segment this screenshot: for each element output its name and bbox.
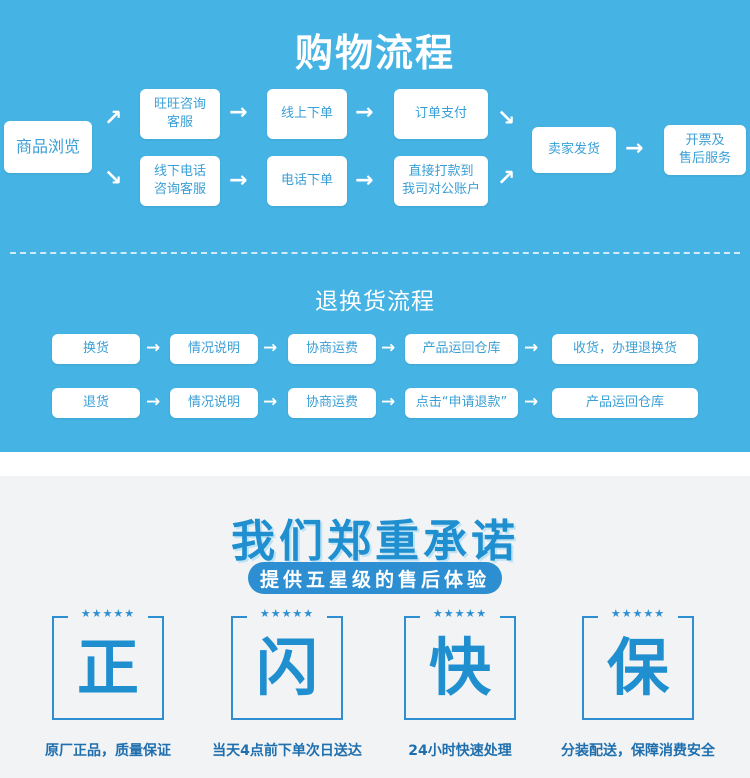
order-online-step: 线上下单	[267, 89, 347, 139]
refund-step-5-label: 产品运回仓库	[585, 395, 664, 410]
ship-label: 卖家发货	[547, 142, 600, 157]
arrow-up-right-icon: ↗	[497, 166, 516, 191]
refund-step-5: 产品运回仓库	[552, 388, 698, 418]
invoice-service-step: 开票及 售后服务	[664, 125, 746, 175]
card-glyph: 保	[606, 631, 669, 704]
five-stars-icon: ★★★★★	[247, 607, 327, 620]
arrow-right-icon: →	[524, 338, 539, 358]
online-consult-label: 旺旺咨询 客服	[153, 97, 206, 130]
five-stars-icon: ★★★★★	[420, 607, 500, 620]
promise-card-fast: ★★★★★ 快	[404, 607, 516, 720]
arrow-right-icon: →	[263, 392, 278, 412]
order-phone-label: 电话下单	[280, 173, 333, 188]
order-online-label: 线上下单	[280, 106, 333, 121]
exchange-step-5-label: 收货，办理退换货	[572, 341, 677, 356]
arrow-right-icon: →	[146, 392, 161, 412]
promise-title: 我们郑重承诺	[231, 516, 519, 567]
card-glyph: 快	[428, 631, 491, 704]
exchange-step-1: 换货	[52, 334, 140, 364]
five-stars-icon: ★★★★★	[68, 607, 148, 620]
promise-panel	[0, 476, 750, 778]
bank-transfer-label: 直接打款到 我司对公账户	[401, 164, 480, 197]
refund-step-2-label: 情况说明	[187, 395, 240, 410]
promise-card-flash: ★★★★★ 闪	[231, 607, 343, 720]
invoice-service-label: 开票及 售后服务	[678, 133, 731, 166]
exchange-step-1-label: 换货	[82, 341, 109, 356]
card-glyph: 闪	[255, 631, 318, 704]
browse-step-label: 商品浏览	[15, 137, 80, 156]
promise-caption: 24小时快速处理	[408, 743, 512, 759]
promise-subtitle-badge: 提供五星级的售后体验	[248, 562, 502, 594]
arrow-right-icon: →	[381, 392, 396, 412]
pay-order-step: 订单支付	[394, 89, 488, 139]
promise-card-secure: ★★★★★ 保	[582, 607, 694, 720]
online-consult-step: 旺旺咨询 客服	[140, 89, 220, 139]
ship-step: 卖家发货	[532, 127, 616, 173]
refund-step-4-label: 点击“申请退款”	[415, 395, 508, 410]
arrow-right-icon: →	[229, 168, 248, 193]
arrow-down-right-icon: ↘	[497, 106, 516, 131]
refund-step-2: 情况说明	[170, 388, 258, 418]
browse-step: 商品浏览	[4, 121, 92, 173]
purchase-process-title: 购物流程	[294, 31, 455, 75]
card-glyph: 正	[76, 631, 139, 704]
arrow-right-icon: →	[263, 338, 278, 358]
bank-transfer-step: 直接打款到 我司对公账户	[394, 156, 488, 206]
arrow-right-icon: →	[146, 338, 161, 358]
promise-card-genuine: ★★★★★ 正	[52, 607, 164, 720]
arrow-right-icon: →	[355, 168, 374, 193]
exchange-step-3-label: 协商运费	[305, 341, 358, 356]
arrow-right-icon: →	[355, 100, 374, 125]
section-gap	[0, 452, 750, 476]
offline-consult-step: 线下电话 咨询客服	[140, 156, 220, 206]
returns-process-title: 退换货流程	[315, 289, 435, 315]
five-stars-icon: ★★★★★	[598, 607, 678, 620]
promise-caption: 分装配送，保障消费安全	[561, 743, 715, 759]
refund-step-1-label: 退货	[82, 395, 109, 410]
exchange-step-4: 产品运回仓库	[405, 334, 518, 364]
exchange-step-2: 情况说明	[170, 334, 258, 364]
arrow-down-right-icon: ↘	[104, 166, 123, 191]
arrow-right-icon: →	[625, 136, 644, 161]
refund-step-3-label: 协商运费	[305, 395, 358, 410]
exchange-step-3: 协商运费	[288, 334, 376, 364]
promise-caption: 原厂正品，质量保证	[45, 743, 171, 759]
arrow-right-icon: →	[229, 100, 248, 125]
pay-order-label: 订单支付	[414, 106, 467, 121]
refund-step-1: 退货	[52, 388, 140, 418]
promise-subtitle: 提供五星级的售后体验	[259, 568, 490, 591]
process-panel: 购物流程 商品浏览 ↗ ↘ 旺旺咨询 客服 线下电话 咨询客服 → → 线上下单…	[0, 0, 750, 452]
arrow-up-right-icon: ↗	[104, 106, 123, 131]
promise-caption: 当天4点前下单次日送达	[212, 743, 362, 759]
refund-step-3: 协商运费	[288, 388, 376, 418]
exchange-step-5: 收货，办理退换货	[552, 334, 698, 364]
exchange-step-2-label: 情况说明	[187, 341, 240, 356]
arrow-right-icon: →	[381, 338, 396, 358]
section-divider	[10, 252, 740, 254]
offline-consult-label: 线下电话 咨询客服	[153, 164, 206, 197]
refund-step-4: 点击“申请退款”	[405, 388, 518, 418]
exchange-step-4-label: 产品运回仓库	[422, 341, 501, 356]
order-phone-step: 电话下单	[267, 156, 347, 206]
arrow-right-icon: →	[524, 392, 539, 412]
